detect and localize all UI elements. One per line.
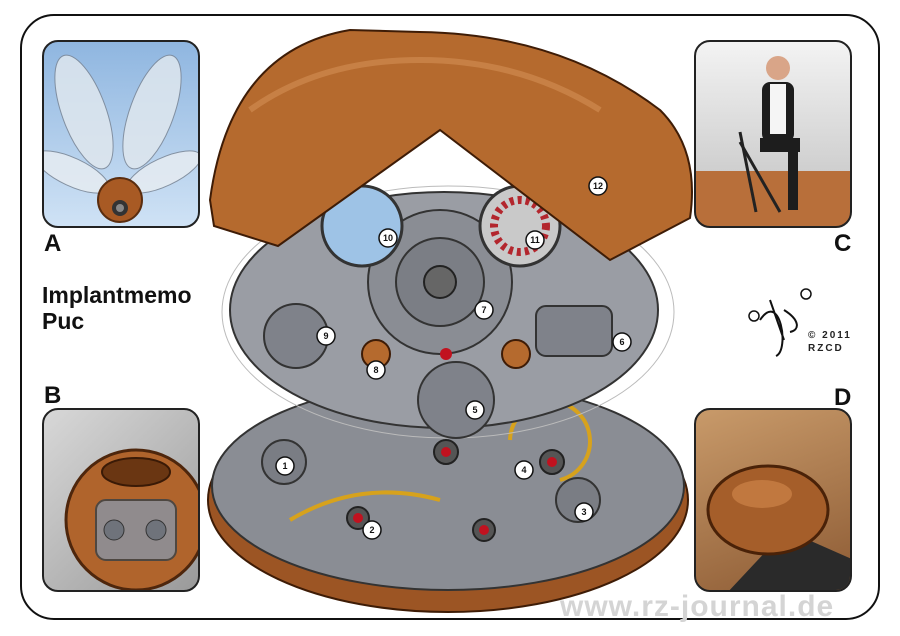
callout-number-9: 9 xyxy=(323,331,328,341)
callout-number-2: 2 xyxy=(369,525,374,535)
signature-mark xyxy=(748,288,812,357)
page-frame xyxy=(20,14,880,620)
copyright-initials: RZCD xyxy=(808,343,844,354)
flying-orb-illustration xyxy=(44,54,198,223)
upper-jewel xyxy=(440,348,452,360)
lower-rosette xyxy=(417,361,495,439)
label-c: C xyxy=(834,230,852,257)
callout-number-11: 11 xyxy=(530,235,540,245)
callout-marker-5 xyxy=(465,400,485,420)
case-lid xyxy=(208,28,693,262)
red-dial-ring xyxy=(490,196,550,256)
jewel-ruby-4 xyxy=(479,525,489,535)
copyright-block: © 2011 RZCD xyxy=(808,329,852,355)
callout-number-1: 1 xyxy=(282,461,287,471)
jewel-ruby-3 xyxy=(353,513,363,523)
callout-marker-3 xyxy=(574,502,594,522)
callout-marker-6 xyxy=(612,332,632,352)
inset-c-seated-man xyxy=(694,40,852,228)
title-line-2: Puc xyxy=(42,308,85,334)
callout-number-8: 8 xyxy=(373,365,378,375)
callout-number-12: 12 xyxy=(593,181,603,191)
callout-number-7: 7 xyxy=(481,305,486,315)
watermark: www.rz-journal.de xyxy=(560,590,835,623)
orb-right xyxy=(501,339,531,369)
callout-marker-1 xyxy=(275,456,295,476)
inset-b-orb-closeup xyxy=(42,408,200,592)
callout-number-5: 5 xyxy=(472,405,477,415)
callout-marker-7 xyxy=(474,300,494,320)
label-a: A xyxy=(44,230,62,257)
callout-marker-2 xyxy=(362,520,382,540)
jewel-ruby-2 xyxy=(547,457,557,467)
callout-marker-9 xyxy=(316,326,336,346)
inset-a-flying-orb xyxy=(42,40,200,228)
inset-d-puc-on-strap xyxy=(694,408,852,592)
diagram-title: Implantmemo Puc xyxy=(42,282,192,334)
copyright-year: © 2011 xyxy=(808,330,852,341)
title-line-1: Implantmemo xyxy=(42,282,192,308)
callout-number-6: 6 xyxy=(619,337,624,347)
orb-closeup-illustration xyxy=(64,448,198,590)
callout-number-3: 3 xyxy=(581,507,586,517)
callout-number-10: 10 xyxy=(383,233,393,243)
right-module xyxy=(535,305,613,357)
gold-train-lower xyxy=(288,490,441,522)
lid-highlight xyxy=(248,56,602,113)
callout-marker-8 xyxy=(366,360,386,380)
callout-marker-11 xyxy=(525,230,545,250)
label-b: B xyxy=(44,382,62,409)
callout-marker-12 xyxy=(588,176,608,196)
central-hub xyxy=(423,265,457,299)
callout-marker-10 xyxy=(378,228,398,248)
callout-marker-4 xyxy=(514,460,534,480)
label-d: D xyxy=(834,384,852,411)
jewel-ruby-1 xyxy=(441,447,451,457)
puc-on-strap-illustration xyxy=(706,464,850,590)
seated-man-illustration xyxy=(738,56,800,213)
callout-number-4: 4 xyxy=(521,465,526,475)
